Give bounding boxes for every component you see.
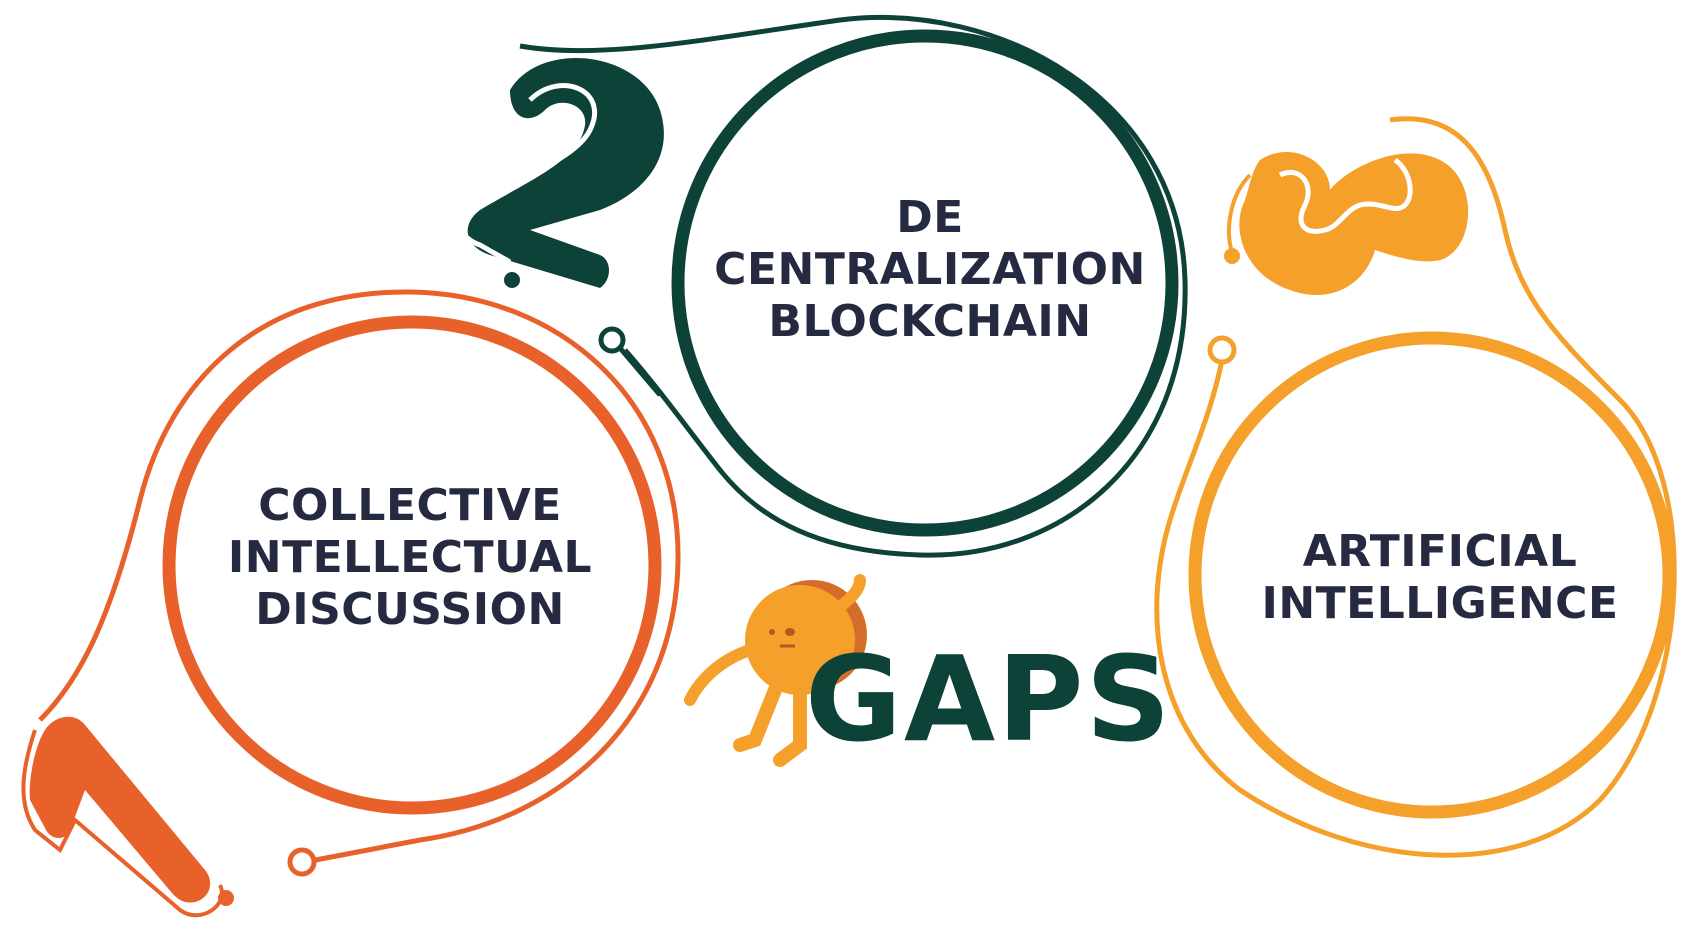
- numeral-2-icon: [467, 57, 664, 288]
- numeral-1-dot: [218, 890, 234, 906]
- node-3-line-1: ARTIFICIAL: [1302, 526, 1578, 577]
- circle-2-connector-dot: [598, 326, 626, 354]
- circle-2-connector-line: [618, 346, 662, 397]
- circle-2-group: [458, 14, 1188, 558]
- circle-1-group: [21, 289, 681, 918]
- mascot-icon: [684, 574, 867, 767]
- node-2-label: DE CENTRALIZATION BLOCKCHAIN: [690, 192, 1170, 348]
- circle-1-outer-ring: [38, 289, 681, 865]
- circle-1-ring: [162, 315, 662, 815]
- node-1-label: COLLECTIVE INTELLECTUAL DISCUSSION: [200, 480, 620, 636]
- numeral-3-inline: [1278, 157, 1413, 234]
- numeral-1-icon: [29, 716, 211, 903]
- circle-2-outer-ring: [519, 14, 1188, 558]
- brand-name: GAPS: [805, 630, 1173, 768]
- node-1-line-3: DISCUSSION: [255, 583, 565, 635]
- circle-3-outer-ring: [1154, 116, 1677, 858]
- circle-3-ring: [1188, 331, 1676, 819]
- numeral-3-outline: [1227, 173, 1252, 253]
- node-2-line-3: BLOCKCHAIN: [768, 295, 1092, 347]
- node-1-line-2: INTELLECTUAL: [227, 531, 593, 583]
- numeral-2-inline: [458, 83, 598, 265]
- node-2-line-2: CENTRALIZATION: [714, 243, 1146, 295]
- numeral-1-outline: [21, 729, 224, 918]
- circle-3-group: [1154, 116, 1677, 858]
- numeral-3-icon: [1239, 151, 1469, 296]
- circle-3-connector-dot: [1207, 335, 1237, 365]
- numeral-2-dot: [504, 272, 520, 288]
- numeral-3-dot: [1224, 248, 1240, 264]
- circle-1-connector-dot: [287, 847, 317, 877]
- node-2-line-1: DE: [896, 192, 964, 243]
- node-1-line-1: COLLECTIVE: [258, 480, 562, 531]
- circle-2-ring: [671, 29, 1179, 537]
- node-3-line-2: INTELLIGENCE: [1261, 577, 1619, 629]
- node-3-label: ARTIFICIAL INTELLIGENCE: [1230, 526, 1650, 630]
